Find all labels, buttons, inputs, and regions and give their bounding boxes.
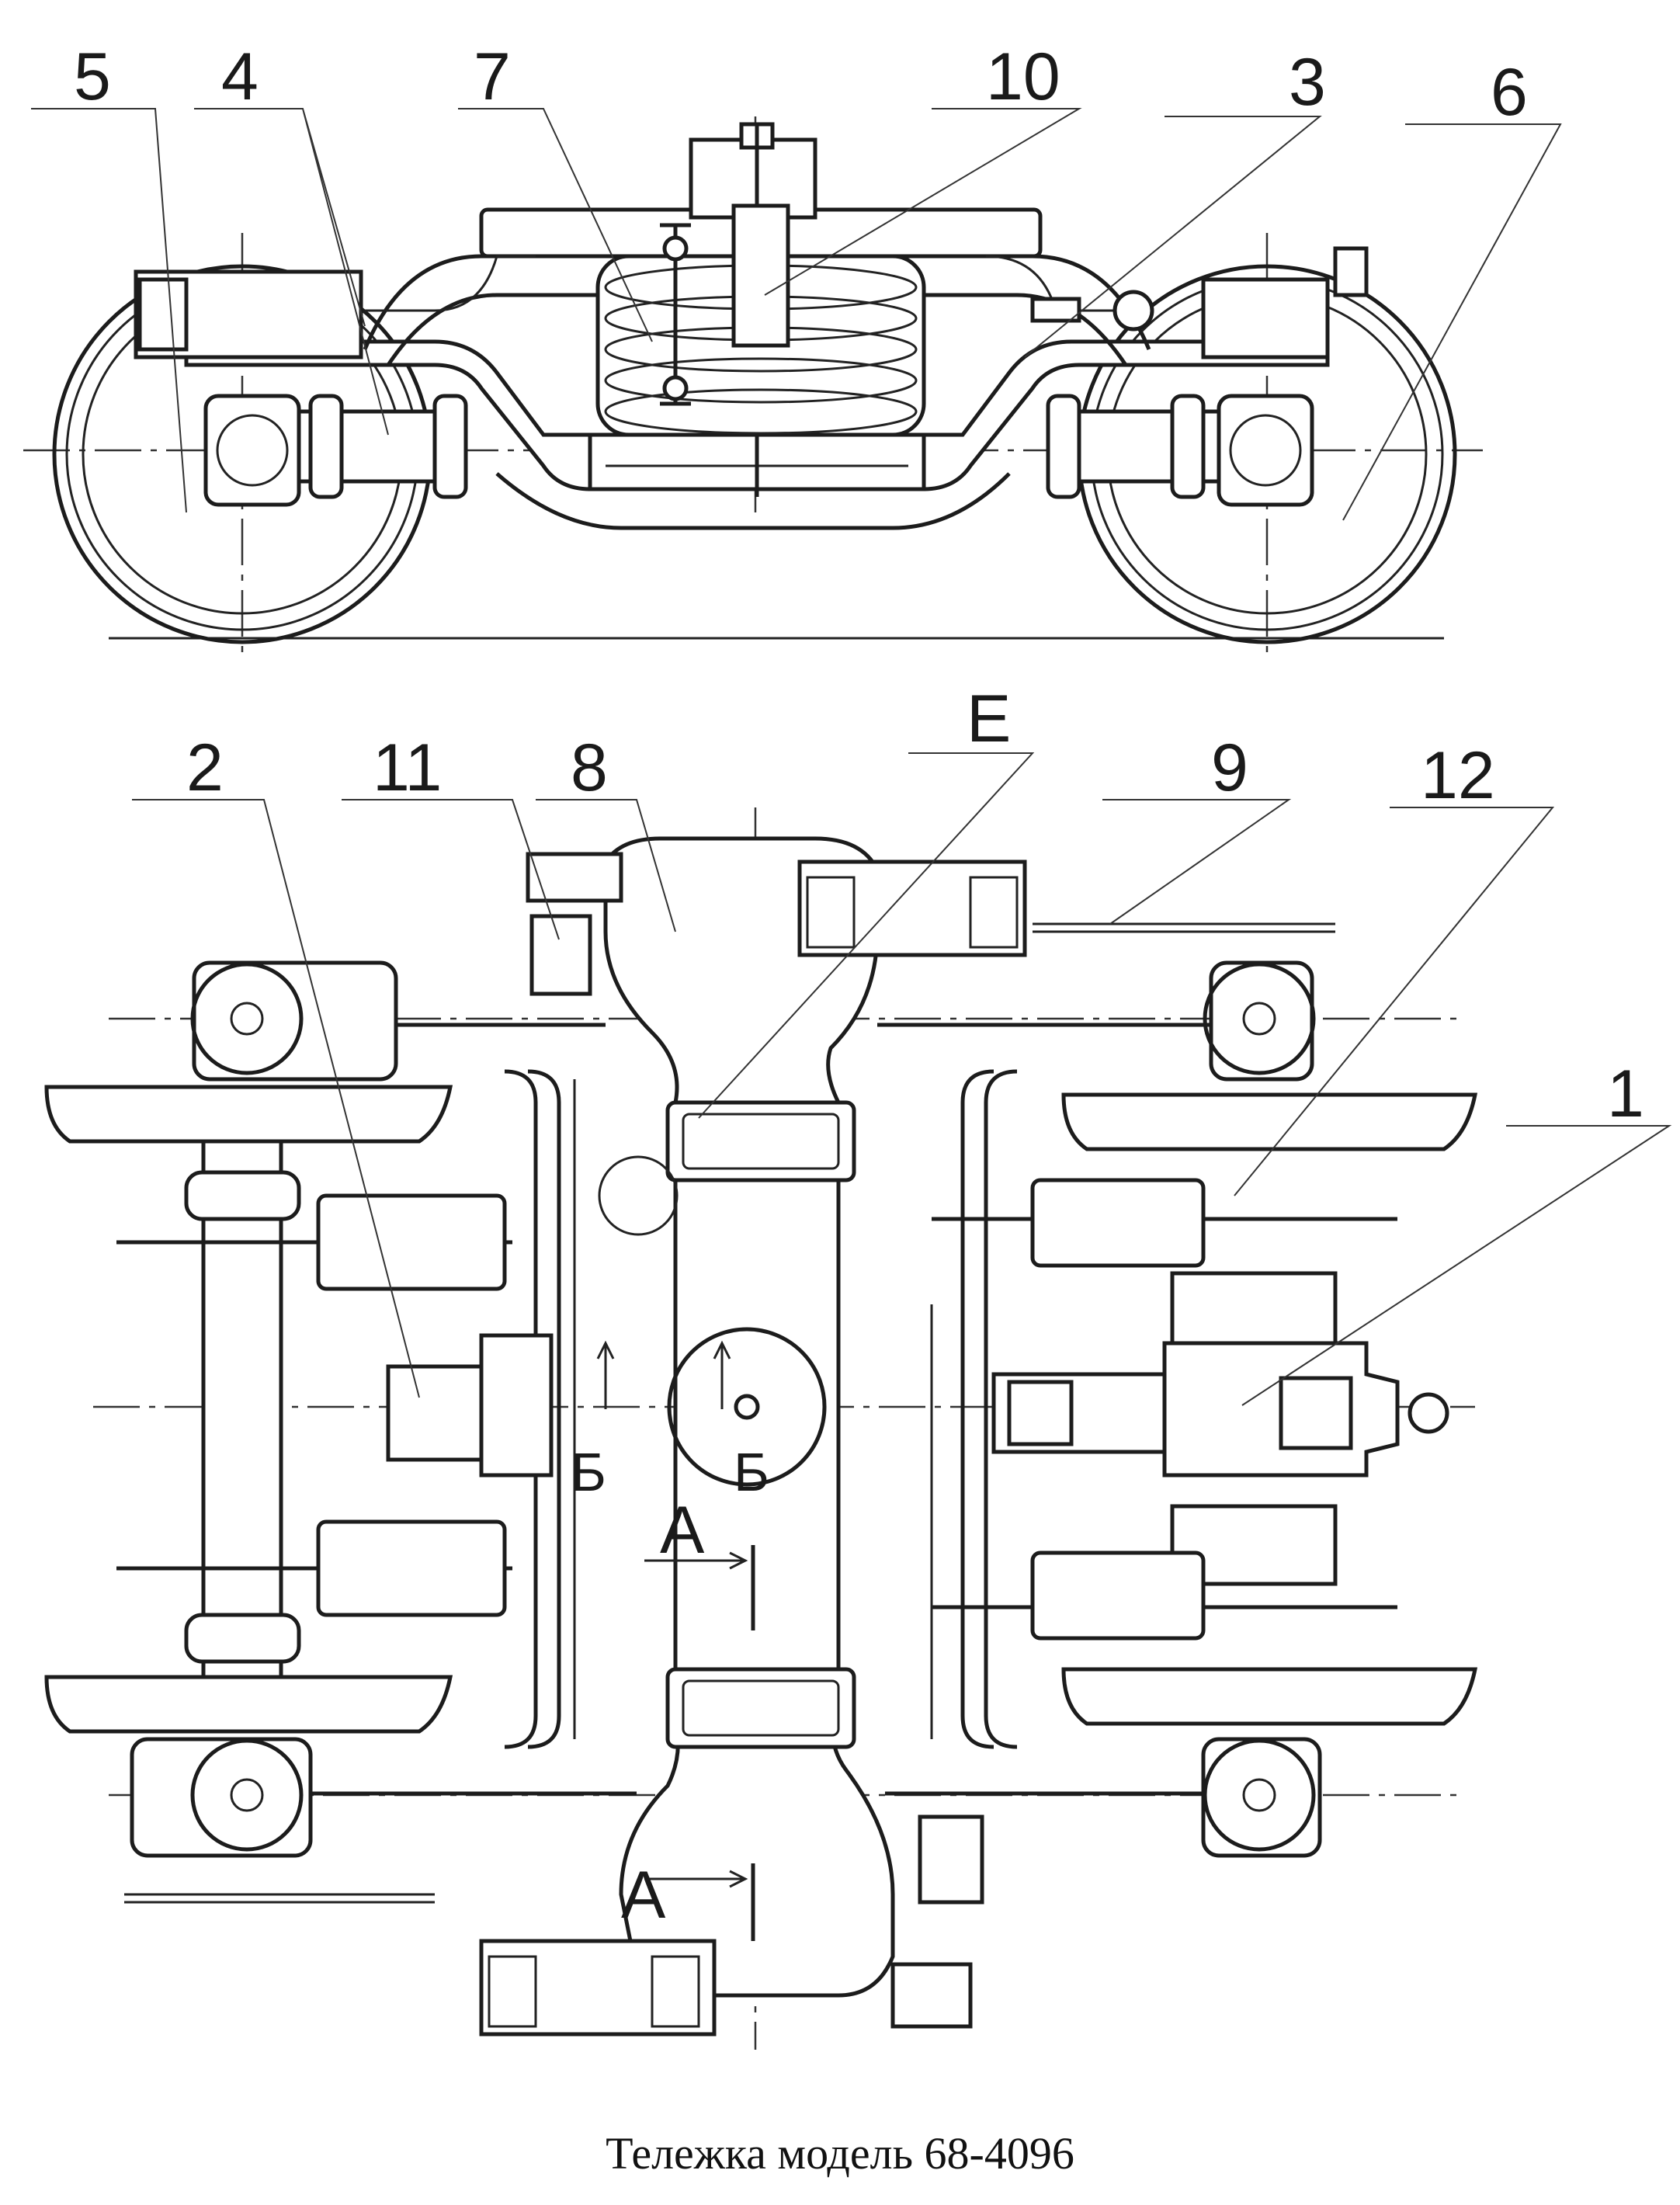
label-1: 1 [1607,1057,1644,1131]
left-wheel-top [44,1085,453,1144]
leader-6 [1342,123,1562,521]
label-e: Е [967,682,1011,756]
label-12: 12 [1421,738,1495,813]
label-7: 7 [474,40,511,114]
right-axle-box [1046,394,1314,507]
electrical-box [529,914,592,996]
drawing-caption: Тележка модель 68-4096 [606,2128,1074,2179]
leader-e [698,752,1035,1119]
left-brake-unit-top [316,1193,507,1291]
detail-e-circle [598,1155,679,1236]
bolster-window-bottom [665,1667,856,1749]
right-wheel-top [1061,1092,1478,1151]
axle-box-lower-right [1201,1737,1322,1858]
section-label-b2: Б [734,1442,769,1502]
leader-lines [31,108,1672,1406]
right-spring-box [1201,277,1330,359]
label-6: 6 [1491,55,1528,130]
leader-10 [764,108,1082,296]
left-axle-box [203,394,468,507]
section-arrow-b1 [596,1340,615,1409]
leader-12 [1234,807,1555,1196]
right-wheel-bottom [1061,1667,1478,1726]
label-10: 10 [986,40,1060,114]
right-frame-rail [984,1069,1018,1749]
leader-7 [458,108,653,342]
damper [731,203,790,348]
label-3: 3 [1289,45,1326,120]
right-brake-unit-top [1030,1178,1206,1268]
section-label-b1: Б [571,1442,606,1502]
section-arrow-b2 [713,1340,731,1409]
leader-4 [194,108,389,436]
left-wheelset [44,1085,512,1734]
axle-box-upper-right [1203,960,1316,1082]
label-5: 5 [74,40,111,114]
label-11: 11 [373,731,442,805]
side-bearer-top-right [797,859,1027,957]
label-2: 2 [186,731,224,805]
section-arrow-a1 [644,1551,748,1570]
right-wheelset [932,1092,1478,1726]
left-wheel-bottom [44,1675,453,1734]
left-axle [201,1139,283,1679]
label-4: 4 [221,40,259,114]
left-brake-unit-bottom [316,1519,507,1617]
part-labels: 5 4 7 10 3 6 2 11 8 Е 9 12 1 А А Б Б [74,40,1644,1932]
gear-cover [1279,1376,1353,1450]
leader-5 [31,108,187,513]
label-9: 9 [1211,731,1248,805]
section-label-a1: А [660,1493,705,1568]
leader-8 [536,799,676,932]
side-view [23,116,1483,652]
leader-3 [1024,116,1322,358]
section-label-a2: А [621,1858,666,1932]
leader-2 [132,799,420,1398]
frame-lower-chord [495,472,1011,530]
electrical-box-lower [918,1814,984,1905]
center-plate [667,1327,827,1487]
right-brake-unit-bottom [1030,1550,1206,1641]
leader-9 [1102,799,1292,925]
leader-11 [342,799,560,940]
leader-1 [1241,1125,1672,1406]
section-arrow-a2 [644,1870,748,1888]
axle-box-lower-left [130,1737,313,1858]
pipe-left [365,255,536,312]
axle-box-upper-left [190,960,398,1082]
plan-view [44,807,1478,2050]
bolster-window-top [665,1100,856,1182]
side-bearer-bottom-left [479,1939,717,2037]
label-8: 8 [571,731,608,805]
